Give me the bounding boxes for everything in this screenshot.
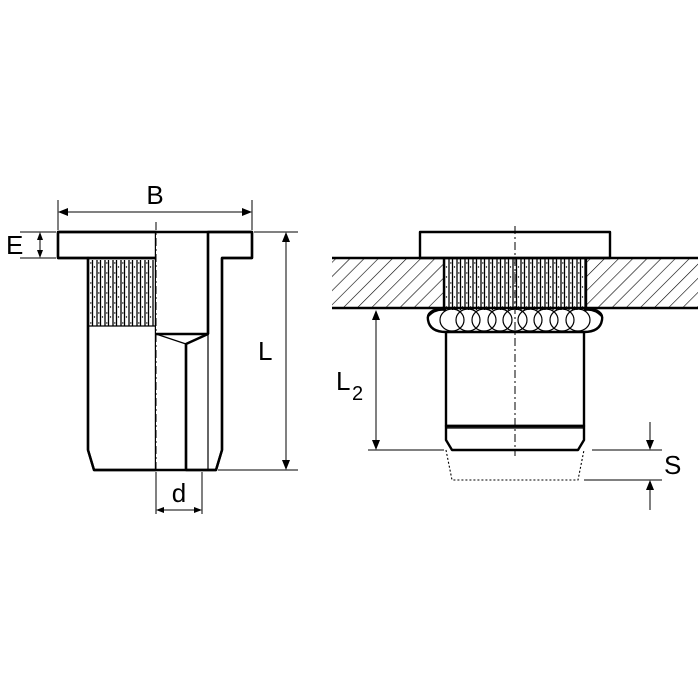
rivet-nut-section-view <box>56 222 254 482</box>
sheet-left <box>332 258 444 308</box>
installed-rivet-nut-view <box>332 226 698 481</box>
installed-bottom <box>444 424 586 452</box>
label-d: d <box>172 478 186 508</box>
dimension-E: E <box>6 230 56 260</box>
original-outline <box>445 449 585 481</box>
dimension-L: L <box>218 231 298 471</box>
label-B: B <box>146 180 163 210</box>
bore <box>156 232 208 470</box>
label-E: E <box>6 230 23 260</box>
flange-left <box>56 230 158 260</box>
label-S: S <box>664 450 681 480</box>
thread-zone <box>185 333 209 471</box>
dimension-d: d <box>155 472 203 514</box>
dimension-S: S <box>584 422 681 510</box>
label-L2-subscript: 2 <box>352 383 363 405</box>
label-L: L <box>258 336 272 366</box>
label-L2: L <box>336 366 350 396</box>
knurl-band <box>90 260 154 326</box>
sheet-right <box>586 258 698 308</box>
installed-body <box>444 330 586 428</box>
dimension-L2: L 2 <box>336 310 444 451</box>
dimension-B: B <box>57 180 253 230</box>
